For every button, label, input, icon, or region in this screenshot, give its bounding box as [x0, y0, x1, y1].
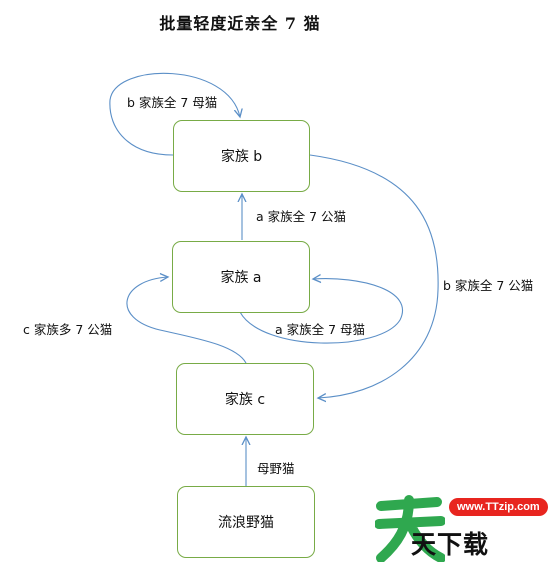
edge-c-to-a: [126, 277, 247, 364]
edge-label-stray-to-c: 母野猫: [257, 461, 295, 476]
node-family-c: 家族 c: [176, 363, 314, 435]
watermark: www.TTzip.com 天下载: [375, 492, 550, 565]
edge-label-b-to-c: b 家族全 7 公猫: [443, 278, 534, 293]
node-stray-cat: 流浪野猫: [177, 486, 315, 558]
edge-label-a-to-b: a 家族全 7 公猫: [256, 209, 347, 224]
edge-b-to-c: [309, 154, 439, 398]
node-family-c-label: 家族 c: [224, 392, 266, 408]
watermark-logo-icon: [375, 495, 445, 562]
edge-a-self: [239, 279, 403, 344]
edge-label-c-to-a: c 家族多 7 公猫: [23, 322, 113, 337]
node-family-a: 家族 a: [172, 241, 310, 313]
diagram-title: 批量轻度近亲全 7 猫: [159, 14, 321, 33]
node-stray-cat-label: 流浪野猫: [218, 515, 274, 531]
watermark-url: www.TTzip.com: [449, 498, 548, 516]
edge-label-a-self: a 家族全 7 母猫: [275, 322, 366, 337]
watermark-text: 天下载: [411, 530, 490, 559]
edge-label-b-self: b 家族全 7 母猫: [127, 95, 218, 110]
node-family-a-label: 家族 a: [220, 270, 262, 286]
node-family-b: 家族 b: [173, 120, 310, 192]
edge-b-self: [109, 72, 240, 156]
node-family-b-label: 家族 b: [220, 149, 263, 165]
